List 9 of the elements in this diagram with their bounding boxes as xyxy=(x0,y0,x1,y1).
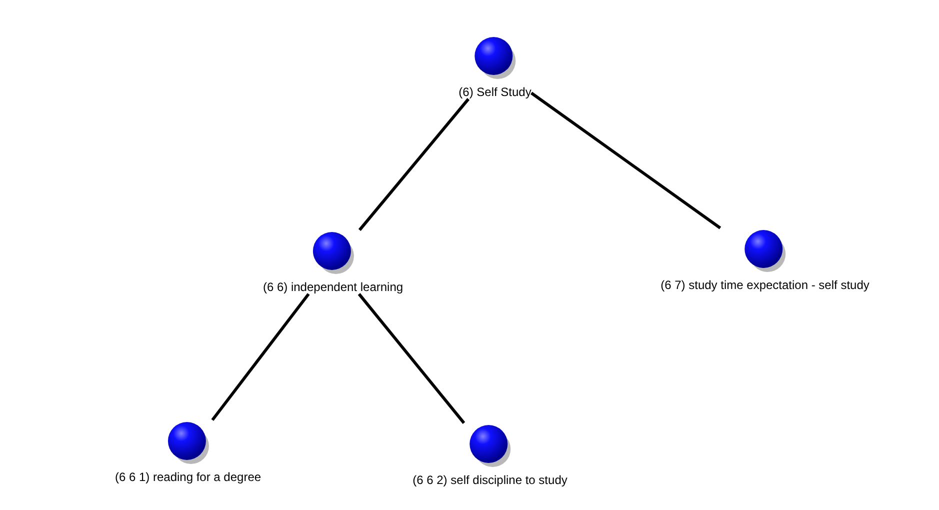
connector-line xyxy=(211,293,310,421)
node-label: (6 6 2) self discipline to study xyxy=(412,473,568,487)
node-label: (6) Self Study xyxy=(458,85,532,99)
connector-line xyxy=(358,293,466,424)
connector-line xyxy=(358,98,470,231)
node-label: (6 7) study time expectation - self study xyxy=(660,278,870,292)
connector-line xyxy=(530,92,722,230)
node-label: (6 6) independent learning xyxy=(262,280,404,294)
node-label: (6 6 1) reading for a degree xyxy=(114,470,262,484)
